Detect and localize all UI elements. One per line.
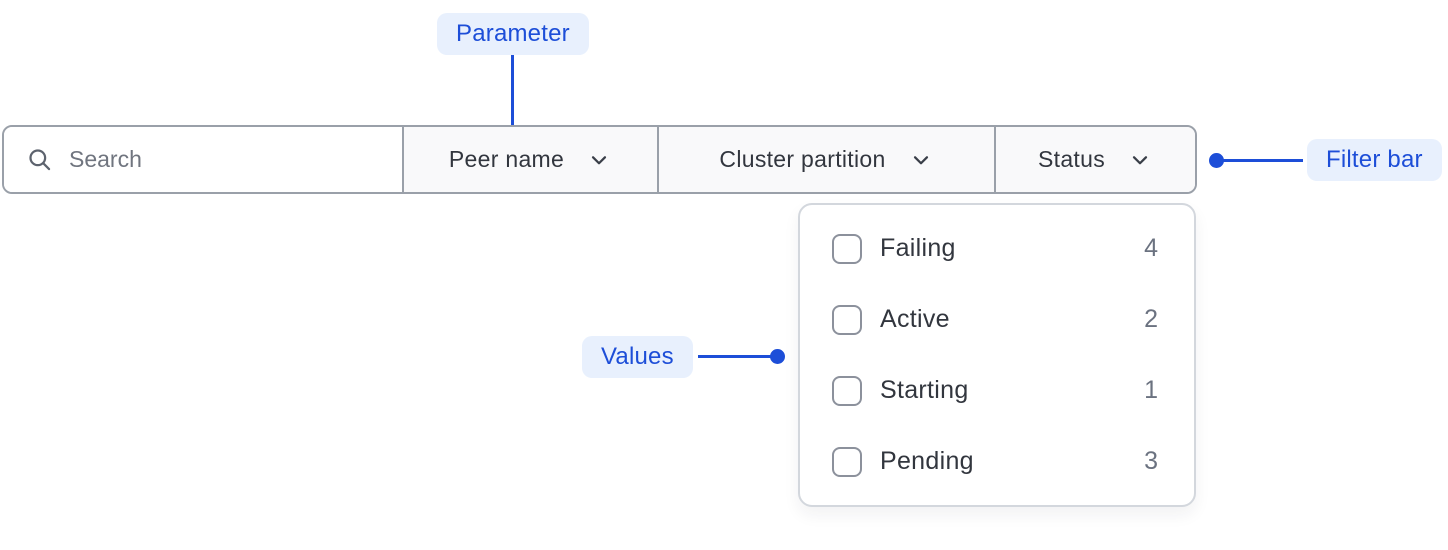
filter-bar-connector-dot bbox=[1209, 153, 1224, 168]
filter-dropdown-cluster-partition[interactable]: Cluster partition bbox=[659, 127, 996, 192]
values-connector-dot bbox=[770, 349, 785, 364]
status-option-starting[interactable]: Starting 1 bbox=[832, 355, 1158, 426]
status-option-count: 3 bbox=[1144, 447, 1158, 475]
parameter-annotation-badge: Parameter bbox=[437, 13, 589, 55]
status-option-active[interactable]: Active 2 bbox=[832, 284, 1158, 355]
checkbox-unchecked-icon[interactable] bbox=[832, 304, 862, 335]
filter-dropdown-cluster-partition-label: Cluster partition bbox=[719, 146, 886, 172]
values-annotation-label: Values bbox=[601, 343, 674, 370]
filter-dropdown-status[interactable]: Status bbox=[996, 127, 1195, 192]
checkbox-unchecked-icon[interactable] bbox=[832, 446, 862, 477]
filter-dropdown-peer-name-label: Peer name bbox=[448, 146, 565, 172]
checkbox-unchecked-icon[interactable] bbox=[832, 233, 862, 264]
filter-bar: Peer name Cluster partition Status bbox=[2, 125, 1197, 194]
parameter-annotation-label: Parameter bbox=[456, 20, 570, 47]
chevron-down-icon bbox=[586, 147, 612, 173]
chevron-down-icon bbox=[908, 147, 934, 173]
values-connector-line bbox=[698, 355, 773, 358]
filter-bar-annotation-label: Filter bar bbox=[1326, 146, 1423, 173]
status-option-count: 4 bbox=[1144, 234, 1158, 262]
status-option-failing[interactable]: Failing 4 bbox=[832, 213, 1158, 284]
chevron-down-icon bbox=[1127, 147, 1153, 173]
values-annotation-badge: Values bbox=[582, 336, 693, 378]
status-option-label: Pending bbox=[880, 447, 974, 475]
search-input[interactable] bbox=[69, 146, 384, 173]
status-option-label: Active bbox=[880, 305, 950, 333]
filter-bar-connector-line bbox=[1218, 159, 1303, 162]
parameter-connector-line bbox=[511, 55, 514, 147]
status-dropdown-menu: Failing 4 Active 2 Starting 1 Pending 3 bbox=[798, 203, 1196, 507]
search-section bbox=[4, 127, 404, 192]
status-option-count: 1 bbox=[1144, 376, 1158, 404]
filter-dropdown-status-label: Status bbox=[1037, 146, 1105, 172]
filter-bar-annotation-badge: Filter bar bbox=[1307, 139, 1442, 181]
status-option-label: Failing bbox=[880, 234, 956, 262]
status-option-pending[interactable]: Pending 3 bbox=[832, 426, 1158, 497]
search-icon bbox=[26, 146, 53, 173]
checkbox-unchecked-icon[interactable] bbox=[832, 375, 862, 406]
filter-dropdown-peer-name[interactable]: Peer name bbox=[404, 127, 659, 192]
status-option-label: Starting bbox=[880, 376, 969, 404]
status-option-count: 2 bbox=[1144, 305, 1158, 333]
